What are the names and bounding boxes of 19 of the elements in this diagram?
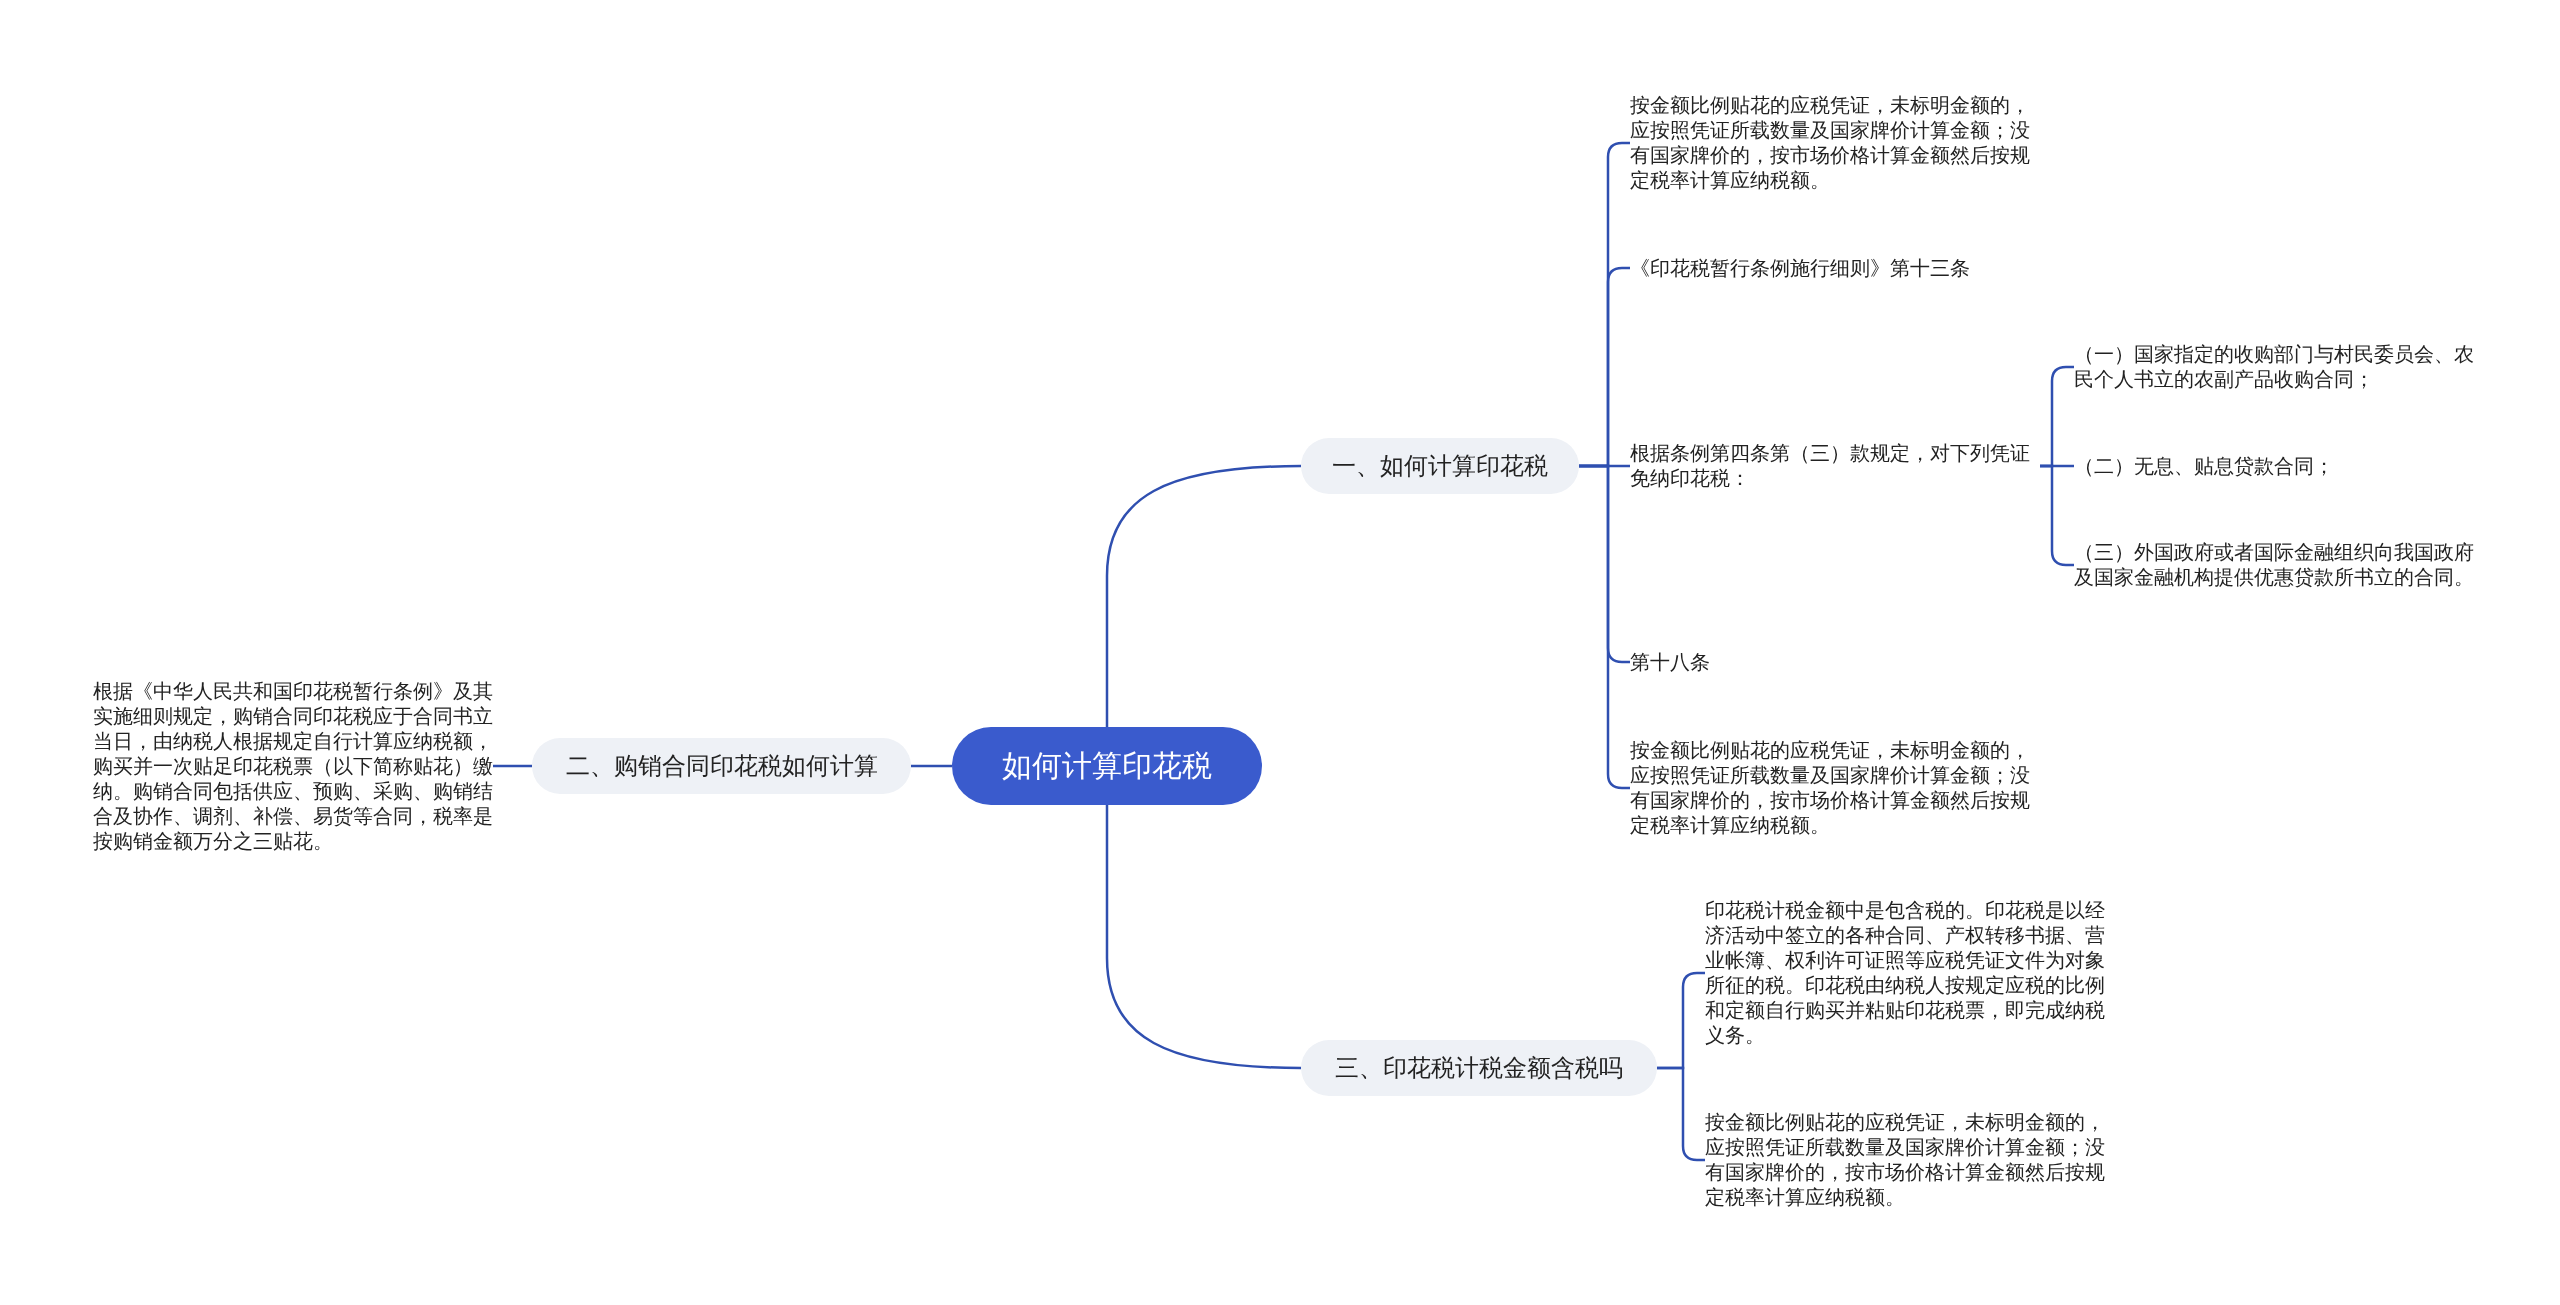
branch-topic: 一、如何计算印花税 bbox=[1301, 438, 1579, 494]
topic-text: 印花税计税金额中是包含税的。印花税是以经济活动中签立的各种合同、产权转移书据、营业帐簿、权利许可证照等应税凭证文件为对象所征的税。印花税由纳税人按规定应税的比例和定额自行购买并粘贴印花税票，即完成纳税义务。 bbox=[1705, 898, 2105, 1048]
topic-text: （二）无息、贴息贷款合同； bbox=[2074, 453, 2484, 479]
topic-text: 《印花税暂行条例施行细则》第十三条 bbox=[1630, 255, 2040, 281]
branch-topic: 三、印花税计税金额含税吗 bbox=[1301, 1040, 1657, 1096]
connector-line bbox=[1105, 805, 1302, 1070]
central-topic: 如何计算印花税 bbox=[952, 727, 1262, 805]
connector-line bbox=[1105, 464, 1302, 727]
topic-text: 第十八条 bbox=[1630, 649, 2040, 675]
topic-text: 按金额比例贴花的应税凭证，未标明金额的，应按照凭证所载数量及国家牌价计算金额；没有国家牌价的，按市场价格计算金额然后按规定税率计算应纳税额。 bbox=[1630, 93, 2040, 193]
connector-line bbox=[911, 764, 952, 768]
connector-line bbox=[493, 764, 532, 768]
topic-text: 根据《中华人民共和国印花税暂行条例》及其实施细则规定，购销合同印花税应于合同书立当日，由纳税人根据规定自行计算应纳税额，购买并一次贴足印花税票（以下简称贴花）缴纳。购销合同包括供应、预购、采购、购销结合及协作、调剂、补偿、易货等合同，税率是按购销金额万分之三贴花。 bbox=[93, 678, 493, 854]
branch-topic: 二、购销合同印花税如何计算 bbox=[532, 738, 911, 794]
topic-text: （三）外国政府或者国际金融组织向我国政府及国家金融机构提供优惠贷款所书立的合同。 bbox=[2074, 540, 2484, 590]
topic-text: （一）国家指定的收购部门与村民委员会、农民个人书立的农副产品收购合同； bbox=[2074, 342, 2484, 392]
topic-text: 按金额比例贴花的应税凭证，未标明金额的，应按照凭证所载数量及国家牌价计算金额；没有国家牌价的，按市场价格计算金额然后按规定税率计算应纳税额。 bbox=[1705, 1110, 2105, 1210]
topic-text: 按金额比例贴花的应税凭证，未标明金额的，应按照凭证所载数量及国家牌价计算金额；没有国家牌价的，按市场价格计算金额然后按规定税率计算应纳税额。 bbox=[1630, 738, 2040, 838]
topic-text: 根据条例第四条第（三）款规定，对下列凭证免纳印花税： bbox=[1630, 441, 2040, 491]
